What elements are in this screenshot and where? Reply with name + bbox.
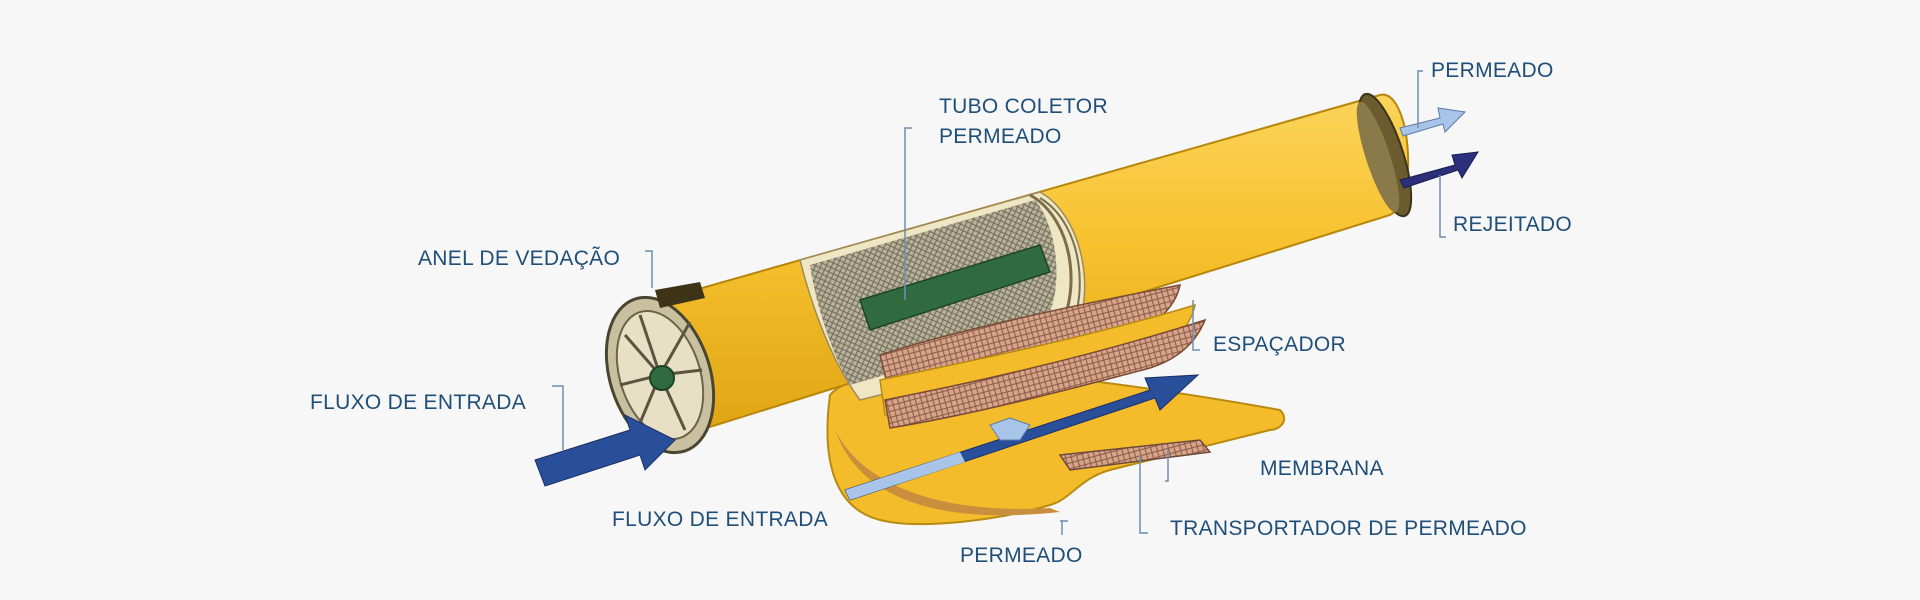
label-espacador: ESPAÇADOR [1213, 333, 1347, 356]
label-tubo-coletor-line1: TUBO COLETOR [939, 95, 1108, 118]
label-fluxo-entrada-left: FLUXO DE ENTRADA [310, 391, 526, 414]
reject-arrow-icon [1399, 151, 1479, 189]
label-tubo-coletor: TUBO COLETOR PERMEADO [939, 92, 1108, 152]
label-membrana: MEMBRANA [1260, 457, 1384, 480]
label-fluxo-entrada-bottom: FLUXO DE ENTRADA [612, 508, 828, 531]
label-anel-vedacao: ANEL DE VEDAÇÃO [418, 247, 621, 270]
leader-lines [552, 70, 1446, 535]
label-transportador-permeado: TRANSPORTADOR DE PERMEADO [1170, 517, 1527, 540]
label-permeado-top: PERMEADO [1431, 59, 1554, 82]
label-tubo-coletor-line2: PERMEADO [939, 125, 1062, 148]
membrane-cylinder [604, 92, 1413, 455]
label-rejeitado: REJEITADO [1453, 213, 1572, 236]
label-permeado-bottom: PERMEADO [960, 544, 1083, 567]
feed-arrow-icon [534, 414, 676, 487]
permeate-arrow-icon [989, 107, 1467, 441]
